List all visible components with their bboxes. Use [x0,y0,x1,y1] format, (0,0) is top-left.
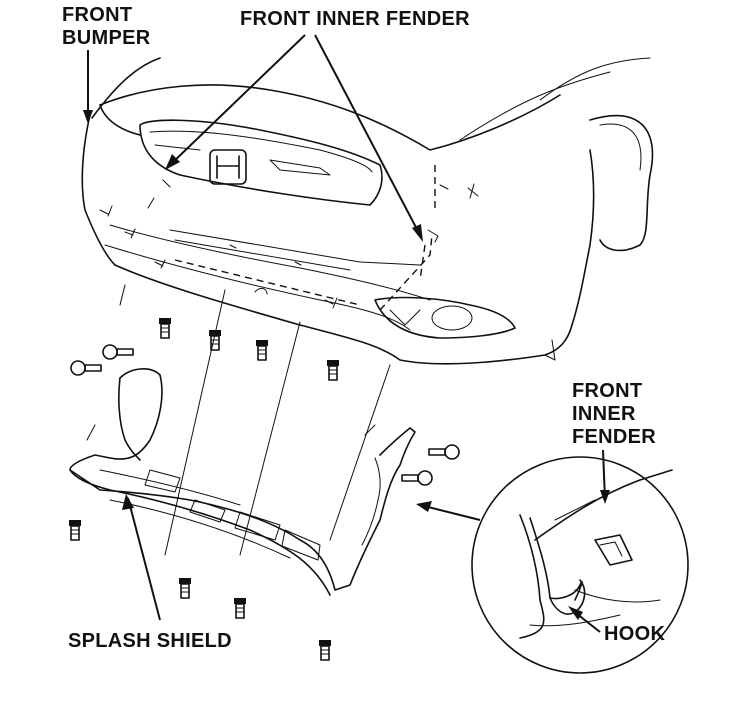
label-hook: HOOK [604,623,666,645]
honda-logo-emblem [209,149,247,185]
hook-detail-circle [471,456,689,674]
dashed-guides [174,165,436,311]
bolts [69,318,460,661]
label-detail-line2: INNER [572,403,636,425]
label-front-bumper-line2: BUMPER [62,27,151,49]
label-arrows [83,34,610,633]
leader-lines [86,289,391,556]
fog-light-opening [374,296,516,339]
label-detail-line3: FENDER [572,426,657,448]
label-front-bumper: FRONT BUMPER [62,4,150,50]
label-front-bumper-line1: FRONT [62,4,133,26]
label-detail-line1: FRONT [572,380,643,402]
label-front-inner-fender-detail: FRONT INNER FENDER [572,380,656,449]
grille [139,119,383,206]
label-front-inner-fender-top: FRONT INNER FENDER [240,8,470,30]
splash-shield-shape [69,368,416,596]
car-body [91,57,654,252]
front-bumper-shape [81,104,595,365]
label-splash-shield: SPLASH SHIELD [68,630,232,652]
clip-marks [99,179,479,309]
